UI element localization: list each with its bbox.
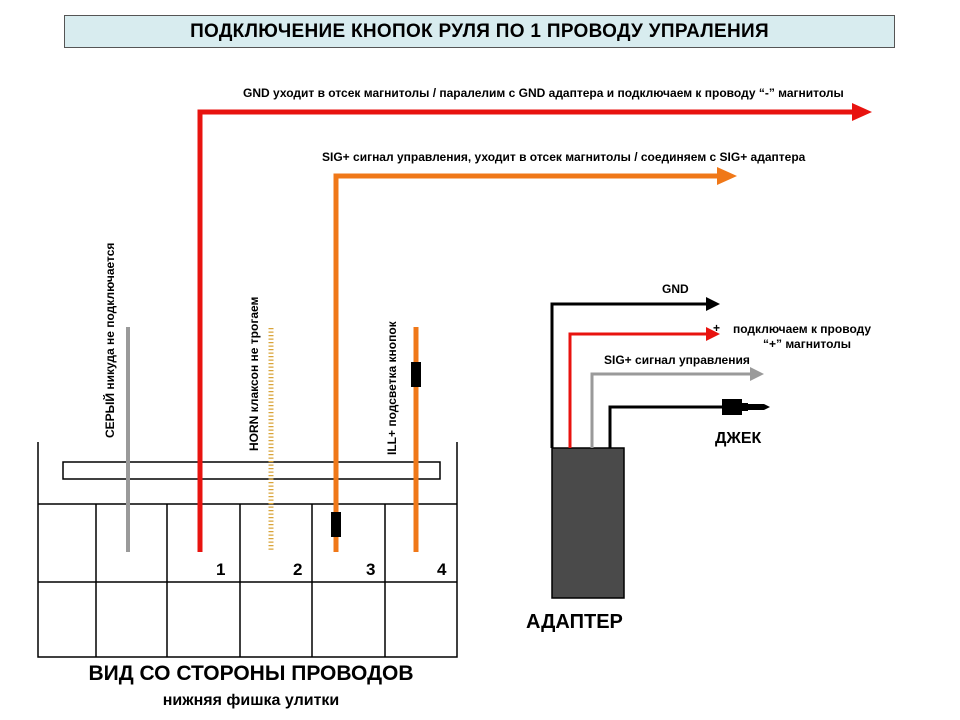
- sig-wire: [333, 173, 724, 552]
- ill-wire-marker: [411, 362, 421, 387]
- adapter-sig-label: SIG+ сигнал управления: [604, 353, 750, 367]
- sig-arrow-head: [717, 167, 737, 185]
- gnd-note: GND уходит в отсек магнитолы / паралелим…: [243, 86, 844, 100]
- adapter-sig-arrow-head: [750, 367, 764, 381]
- jack-label: ДЖЕК: [715, 430, 762, 447]
- pin-3: 3: [366, 560, 375, 579]
- sig-wire-marker: [331, 512, 341, 537]
- adapter-plus-wire: [568, 332, 708, 448]
- connector-housing: [37, 442, 458, 658]
- adapter-jack-wire: [608, 405, 722, 448]
- connector-subcaption: нижняя фишка улитки: [163, 692, 340, 709]
- jack-plug-icon: [722, 399, 770, 415]
- pin-4: 4: [437, 560, 447, 579]
- gnd-wire: [197, 109, 858, 552]
- adapter-gnd-label: GND: [662, 282, 689, 296]
- adapter-plus-label-1: подключаем к проводу: [733, 322, 871, 336]
- horn-wire-label: HORN клаксон не трогаем: [247, 296, 261, 451]
- pin-1: 1: [216, 560, 225, 579]
- adapter-sig-wire: [590, 372, 752, 448]
- adapter-plus-label-2: “+” магнитолы: [763, 337, 851, 351]
- connector-latch-bar: [62, 461, 441, 480]
- gnd-arrow-head: [852, 103, 872, 121]
- adapter-box: [551, 447, 625, 599]
- connector-caption: ВИД СО СТОРОНЫ ПРОВОДОВ: [88, 662, 413, 685]
- diagram-title: ПОДКЛЮЧЕНИЕ КНОПОК РУЛЯ ПО 1 ПРОВОДУ УПР…: [64, 15, 895, 48]
- pin-2: 2: [293, 560, 302, 579]
- sig-note: SIG+ сигнал управления, уходит в отсек м…: [322, 150, 806, 164]
- ill-wire-label: ILL+ подсветка кнопок: [385, 320, 399, 455]
- adapter-plus-arrow-head: [706, 327, 720, 341]
- adapter-gnd-arrow-head: [706, 297, 720, 311]
- gray-wire-label: СЕРЫЙ никуда не подключается: [102, 243, 117, 438]
- adapter-plus-mark: +: [713, 321, 720, 335]
- adapter-label: АДАПТЕР: [526, 611, 623, 633]
- adapter-gnd-wire: [550, 302, 708, 448]
- diagram-title-text: ПОДКЛЮЧЕНИЕ КНОПОК РУЛЯ ПО 1 ПРОВОДУ УПР…: [190, 20, 769, 42]
